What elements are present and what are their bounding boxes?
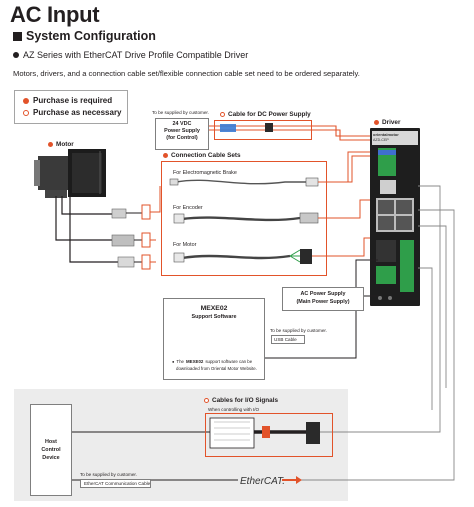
page-title: AC Input xyxy=(10,2,100,27)
required-dot-icon xyxy=(374,120,379,125)
motor-cable-illustration xyxy=(173,249,312,264)
section-heading: System Configuration xyxy=(13,29,156,43)
optional-dot-icon xyxy=(220,112,225,117)
series-heading: AZ Series with EtherCAT Drive Profile Co… xyxy=(13,50,248,60)
mexe-note-prefix: The xyxy=(176,359,184,364)
power-24v-box: 24 VDC Power Supply (for Control) xyxy=(155,118,209,150)
cable-dc-text: Cable for DC Power Supply xyxy=(228,111,311,118)
note-bullet-icon: ● xyxy=(172,359,175,364)
encoder-label: For Encoder xyxy=(173,205,203,211)
ac-power-line2: (Main Power Supply) xyxy=(296,299,350,305)
host-device-box: Host Control Device xyxy=(30,404,72,496)
usb-cable-box: USB Cable xyxy=(271,335,305,344)
host-line1: Host xyxy=(45,439,57,445)
connection-sets-text: Connection Cable Sets xyxy=(171,152,241,159)
driver-illustration xyxy=(370,128,420,306)
ac-power-line1: AC Power Supply xyxy=(300,291,346,297)
ethercat-logo: EtherCAT. xyxy=(240,476,286,487)
order-note: Motors, drivers, and a connection cable … xyxy=(13,69,360,78)
section-square-icon xyxy=(13,31,22,41)
brake-label: For Electromagnetic Brake xyxy=(173,170,237,176)
mexe-title: MEXE02 xyxy=(200,305,228,312)
io-cables-label: Cables for I/O Signals xyxy=(204,397,278,404)
power-24v-line1: 24 VDC xyxy=(172,121,192,127)
mexe-note-bold: MEXE02 xyxy=(186,359,204,364)
host-line3: Device xyxy=(42,455,60,461)
section-heading-text: System Configuration xyxy=(26,29,156,43)
connection-sets-label: Connection Cable Sets xyxy=(163,152,241,159)
io-cables-frame xyxy=(205,413,333,457)
optional-dot-icon xyxy=(204,398,209,403)
brake-cable-illustration xyxy=(169,177,319,187)
mexe-note-rest: support software can be xyxy=(205,359,253,364)
driver-brand: orientalmotor xyxy=(373,132,399,137)
ac-power-box: AC Power Supply (Main Power Supply) xyxy=(282,287,364,311)
driver-model: AZD-CEP xyxy=(373,138,389,142)
bullet-icon xyxy=(13,52,19,58)
motor-illustration xyxy=(34,149,106,198)
legend-required-label: Purchase is required xyxy=(33,96,113,105)
io-when: When controlling with I/O xyxy=(208,407,260,412)
ethercat-cable-box: EtherCAT Communication Cable xyxy=(80,479,151,488)
optional-dot-icon xyxy=(23,109,29,116)
power-24v-line2: Power Supply xyxy=(164,128,200,134)
cable-dc-frame xyxy=(214,120,312,140)
required-dot-icon xyxy=(48,142,53,147)
connection-sets-frame xyxy=(161,161,327,276)
legend: Purchase is required Purchase as necessa… xyxy=(14,90,128,124)
usb-supplied: To be supplied by customer. xyxy=(270,328,327,333)
power-24v-line3: (for Control) xyxy=(166,135,198,141)
required-dot-icon xyxy=(23,97,29,104)
mexe-note-line1: ● The MEXE02 support software can be xyxy=(172,359,252,364)
legend-optional-label: Purchase as necessary xyxy=(33,108,122,117)
driver-label-text: Driver xyxy=(382,119,401,126)
to-be-supplied-24v: To be supplied by customer. xyxy=(152,110,209,115)
mexe-sub: Support Software xyxy=(191,314,237,320)
legend-optional: Purchase as necessary xyxy=(23,108,122,117)
required-dot-icon xyxy=(163,153,168,158)
legend-required: Purchase is required xyxy=(23,96,112,105)
io-cables-text: Cables for I/O Signals xyxy=(212,397,279,404)
motor-label-text: Motor xyxy=(56,141,74,148)
series-heading-text: AZ Series with EtherCAT Drive Profile Co… xyxy=(23,50,249,60)
motor-cable-label: For Motor xyxy=(173,242,197,248)
driver-label: Driver xyxy=(374,119,400,126)
host-line2: Control xyxy=(41,447,61,453)
io-cable-illustration xyxy=(209,417,320,449)
mexe-box: MEXE02 Support Software ● The MEXE02 sup… xyxy=(163,298,265,380)
motor-label: Motor xyxy=(48,141,74,148)
cable-dc-label: Cable for DC Power Supply xyxy=(220,111,311,118)
ethercat-supplied: To be supplied by customer. xyxy=(80,472,137,477)
mexe-note-line2: downloaded from Oriental Motor Website. xyxy=(176,366,257,371)
